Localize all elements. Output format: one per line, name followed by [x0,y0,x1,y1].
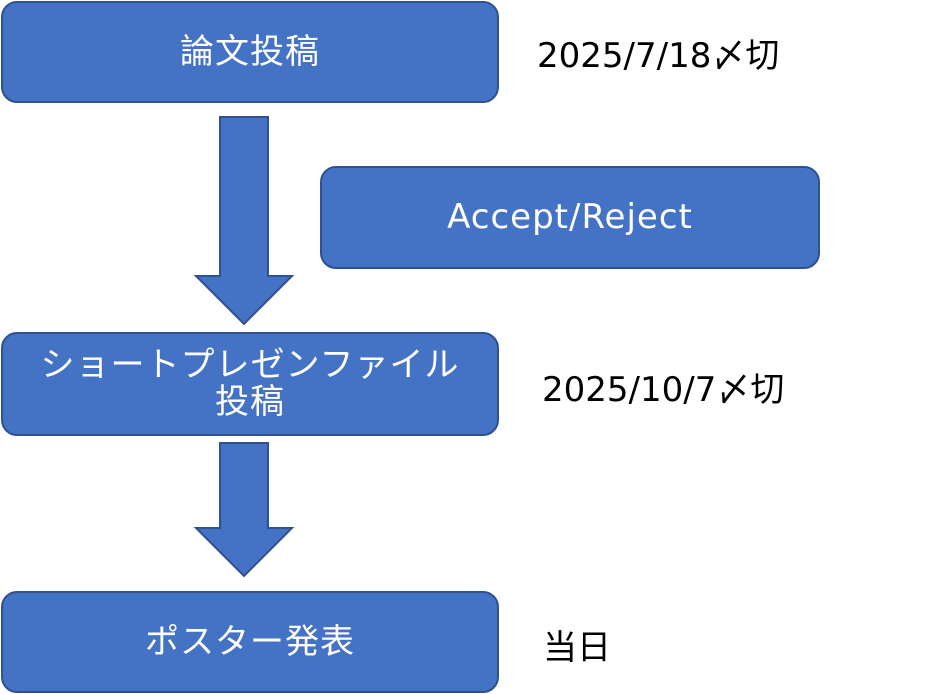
step-accept-reject-label: Accept/Reject [447,197,693,238]
arrow-down-1 [193,116,295,326]
step-poster-presentation: ポスター発表 [1,591,499,693]
step-poster-presentation-label: ポスター発表 [145,621,355,662]
poster-presentation-date: 当日 [543,628,611,668]
step-short-presentation-submission-label: ショートプレゼンファイル 投稿 [40,345,460,422]
paper-submission-deadline: 2025/7/18〆切 [537,36,780,76]
step-paper-submission-label: 論文投稿 [180,31,320,72]
step-paper-submission: 論文投稿 [1,1,499,103]
arrow-down-2 [193,442,295,578]
short-presentation-deadline: 2025/10/7〆切 [542,370,785,410]
step-accept-reject: Accept/Reject [320,166,820,269]
step-short-presentation-submission: ショートプレゼンファイル 投稿 [1,332,499,436]
